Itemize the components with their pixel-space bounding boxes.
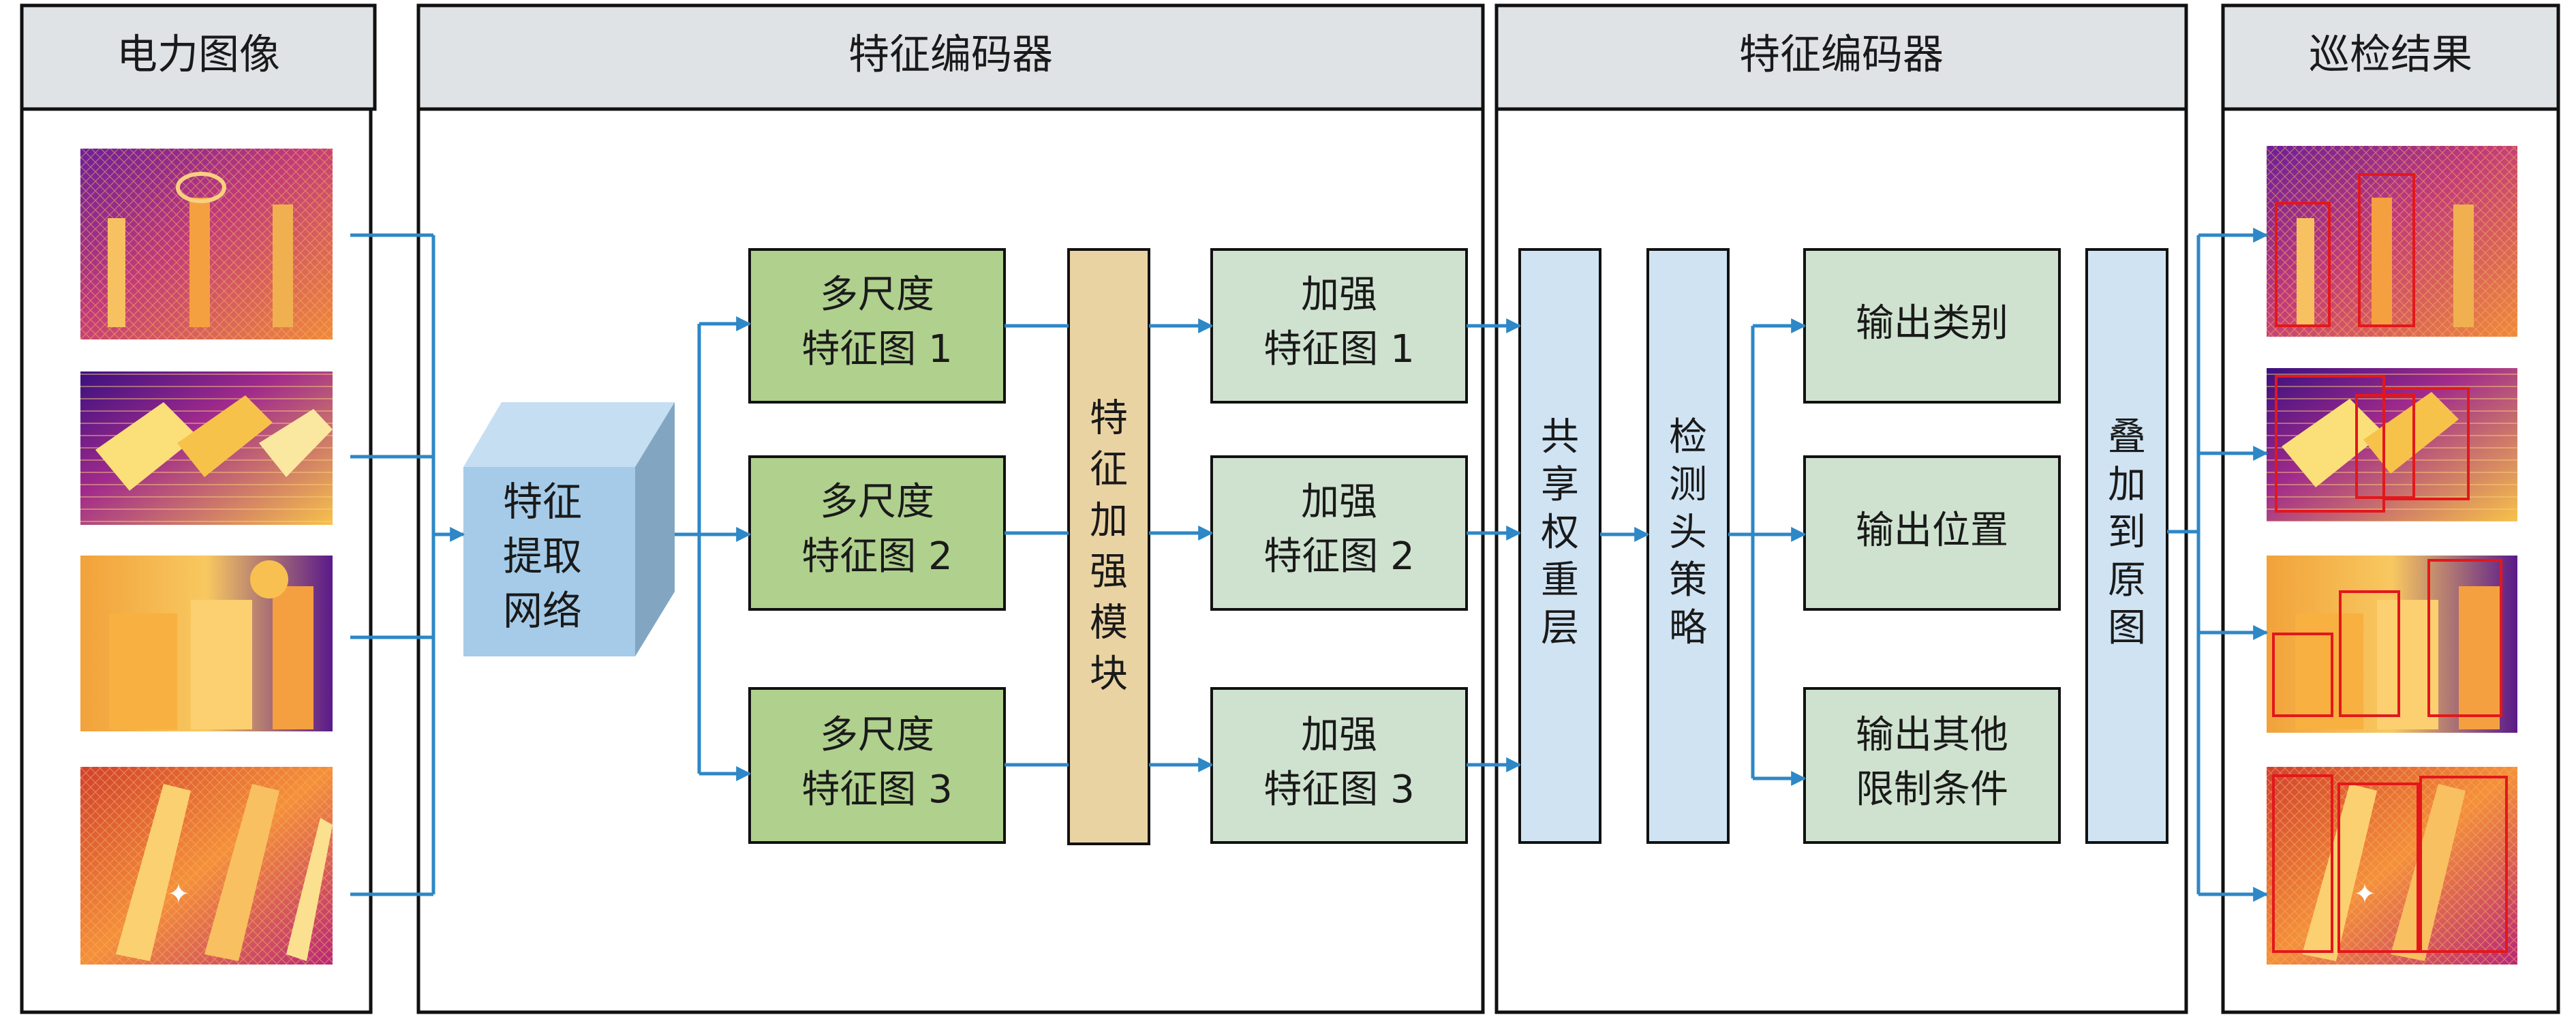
input-image-2 [80, 371, 333, 525]
overlay-char: 原 [2108, 558, 2146, 603]
multiscale-box-3: 多尺度 特征图 3 [748, 687, 1006, 844]
output-constraints-box: 输出其他 限制条件 [1803, 687, 2061, 844]
enhanced-3-line2: 特征图 3 [1263, 768, 1414, 812]
enhanced-box-2: 加强 特征图 2 [1210, 455, 1468, 611]
multiscale-box-1: 多尺度 特征图 1 [748, 248, 1006, 404]
detection-head-char: 检 [1669, 415, 1707, 459]
enhance-module-char: 加 [1090, 499, 1128, 543]
detection-box [2339, 590, 2400, 717]
input-image-3 [80, 556, 333, 731]
header-decoder: 特征编码器 [1494, 3, 2188, 111]
detection-head-char: 头 [1669, 511, 1707, 555]
detection-box [2427, 559, 2502, 717]
backbone-label-3: 网络 [503, 588, 582, 634]
enhance-module-char: 征 [1090, 448, 1128, 492]
enhance-module-char: 特 [1090, 397, 1128, 441]
enhanced-2-line2: 特征图 2 [1263, 534, 1414, 579]
input-image-4: ✦ [80, 767, 333, 965]
multiscale-1-line1: 多尺度 [820, 273, 934, 317]
svg-text:✦: ✦ [167, 879, 190, 909]
detection-head-char: 策 [1669, 558, 1707, 603]
header-encoder: 特征编码器 [416, 3, 1485, 111]
enhanced-1-line2: 特征图 1 [1263, 327, 1414, 371]
backbone-label-2: 提取 [503, 533, 582, 579]
shared-weight-layer-char: 享 [1541, 463, 1579, 507]
enhance-module-char: 强 [1090, 550, 1128, 594]
multiscale-1-line2: 特征图 1 [801, 327, 952, 371]
detection-box [2337, 783, 2419, 953]
shared-weight-layer-char: 重 [1541, 558, 1579, 603]
output-position-box: 输出位置 [1803, 455, 2061, 611]
shared-weight-layer-char: 层 [1541, 606, 1579, 650]
enhance-module-char: 块 [1090, 652, 1128, 697]
multiscale-box-2: 多尺度 特征图 2 [748, 455, 1006, 611]
detection-box [2382, 387, 2470, 500]
enhanced-1-line1: 加强 [1301, 273, 1377, 317]
input-image-1 [80, 149, 333, 339]
output-image-4: ✦ [2267, 767, 2517, 965]
enhanced-box-1: 加强 特征图 1 [1210, 248, 1468, 404]
detection-box [2358, 173, 2415, 327]
shared-weight-layer-char: 权 [1541, 511, 1579, 555]
overlay-char: 叠 [2108, 415, 2146, 459]
enhanced-2-line1: 加强 [1301, 480, 1377, 524]
header-output: 巡检结果 [2221, 3, 2560, 111]
header-input-label: 电力图像 [117, 31, 280, 79]
enhanced-3-line1: 加强 [1301, 713, 1377, 757]
overlay-char: 到 [2108, 511, 2146, 555]
backbone-label-1: 特征 [503, 479, 582, 525]
multiscale-3-line2: 特征图 3 [801, 768, 952, 812]
output-image-2 [2267, 368, 2517, 521]
overlay-char: 图 [2108, 606, 2146, 650]
svg-text:✦: ✦ [2353, 879, 2376, 909]
output-constraints-line1: 输出其他 [1856, 713, 2008, 757]
output-image-3 [2267, 556, 2517, 733]
detection-box [2272, 633, 2333, 717]
header-encoder-label: 特征编码器 [848, 31, 1053, 79]
header-output-label: 巡检结果 [2309, 31, 2472, 79]
detection-box [2272, 774, 2333, 953]
detection-head-char: 测 [1669, 463, 1707, 507]
connectors [350, 228, 2269, 902]
output-constraints-line2: 限制条件 [1856, 768, 2008, 812]
multiscale-2-line2: 特征图 2 [801, 534, 952, 579]
output-position-label: 输出位置 [1856, 508, 2008, 553]
enhance-module-char: 模 [1090, 601, 1128, 646]
output-class-box: 输出类别 [1803, 248, 2061, 404]
multiscale-2-line1: 多尺度 [820, 480, 934, 524]
backbone-cube: 特征 提取 网络 [463, 402, 675, 656]
enhanced-box-3: 加强 特征图 3 [1210, 687, 1468, 844]
output-image-1 [2267, 146, 2517, 337]
output-class-label: 输出类别 [1856, 301, 2008, 346]
multiscale-3-line1: 多尺度 [820, 713, 934, 757]
detection-box [2419, 776, 2508, 953]
detection-head-char: 略 [1669, 606, 1707, 650]
header-input: 电力图像 [20, 3, 377, 111]
overlay-char: 加 [2108, 463, 2146, 507]
detection-box [2275, 202, 2331, 327]
shared-weight-layer-char: 共 [1541, 415, 1579, 459]
header-decoder-label: 特征编码器 [1739, 31, 1944, 79]
